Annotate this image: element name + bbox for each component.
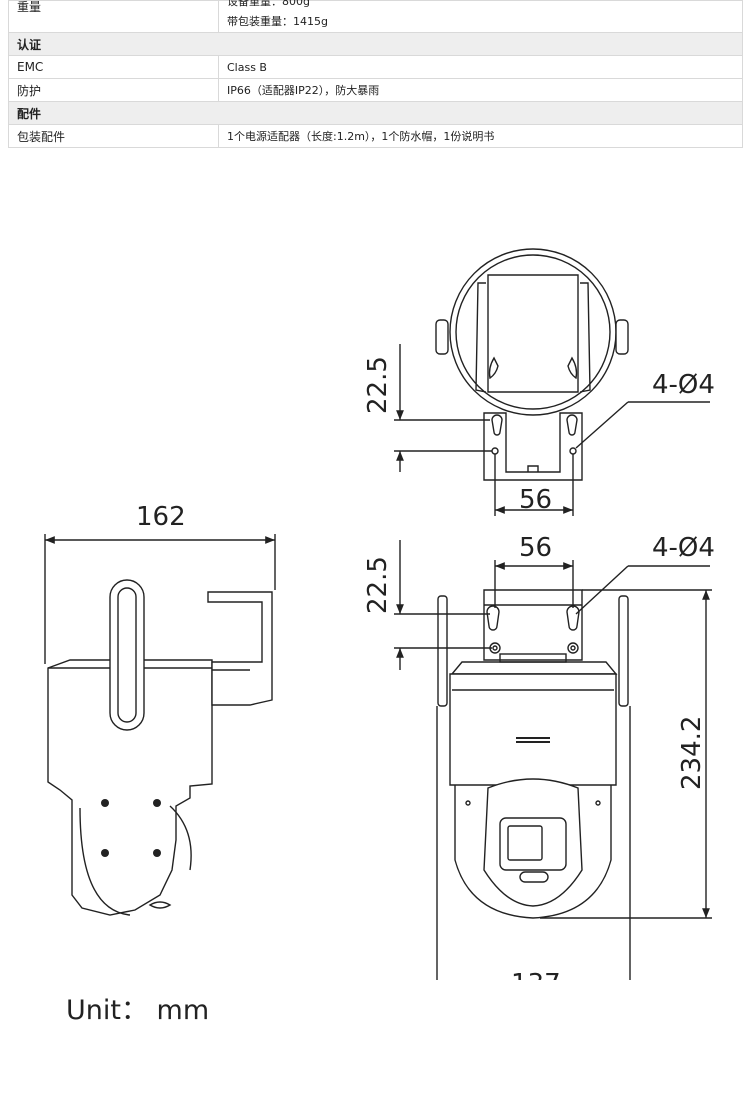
spec-value: 1个电源适配器（长度:1.2m），1个防水帽，1份说明书 [218,124,743,148]
spec-table: 重量 设备重量：800g 带包装重量：1415g 认证 EMC Class B … [8,0,743,148]
dim-top-view-height: 22.5 [363,356,393,414]
dim-front-hole-spacing: 56 [519,533,552,563]
front-view [394,540,712,980]
dim-front-width: 137 [511,969,561,980]
spec-value: 设备重量：800g 带包装重量：1415g [218,0,743,33]
table-row: 重量 设备重量：800g 带包装重量：1415g [8,0,743,33]
dim-top-view-width: 56 [519,485,552,515]
dim-front-height: 234.2 [677,716,707,790]
dimension-drawing: 22.5 4-Ø4 56 162 56 4-Ø4 22.5 234.2 137 [44,248,715,980]
spec-key: EMC [8,55,219,79]
top-view [394,248,710,516]
table-section-row: 认证 [8,32,743,56]
dim-front-hole: 4-Ø4 [652,533,715,563]
table-row: EMC Class B [8,55,743,79]
table-row: 防护 IP66（适配器IP22），防大暴雨 [8,78,743,102]
dim-top-view-hole: 4-Ø4 [652,370,715,400]
spec-value: IP66（适配器IP22），防大暴雨 [218,78,743,102]
dim-side-view-width: 162 [136,502,186,532]
table-section-row: 配件 [8,101,743,125]
spec-key: 防护 [8,78,219,102]
section-label: 配件 [8,101,743,125]
dim-front-offset: 22.5 [363,556,393,614]
unit-label: Unit： mm [66,995,210,1026]
side-view [44,534,276,916]
spec-key: 重量 [8,0,219,33]
section-label: 认证 [8,32,743,56]
table-row: 包装配件 1个电源适配器（长度:1.2m），1个防水帽，1份说明书 [8,124,743,148]
side-view-holes [101,799,161,857]
front-view-leds [516,737,550,743]
spec-value: Class B [218,55,743,79]
spec-key: 包装配件 [8,124,219,148]
